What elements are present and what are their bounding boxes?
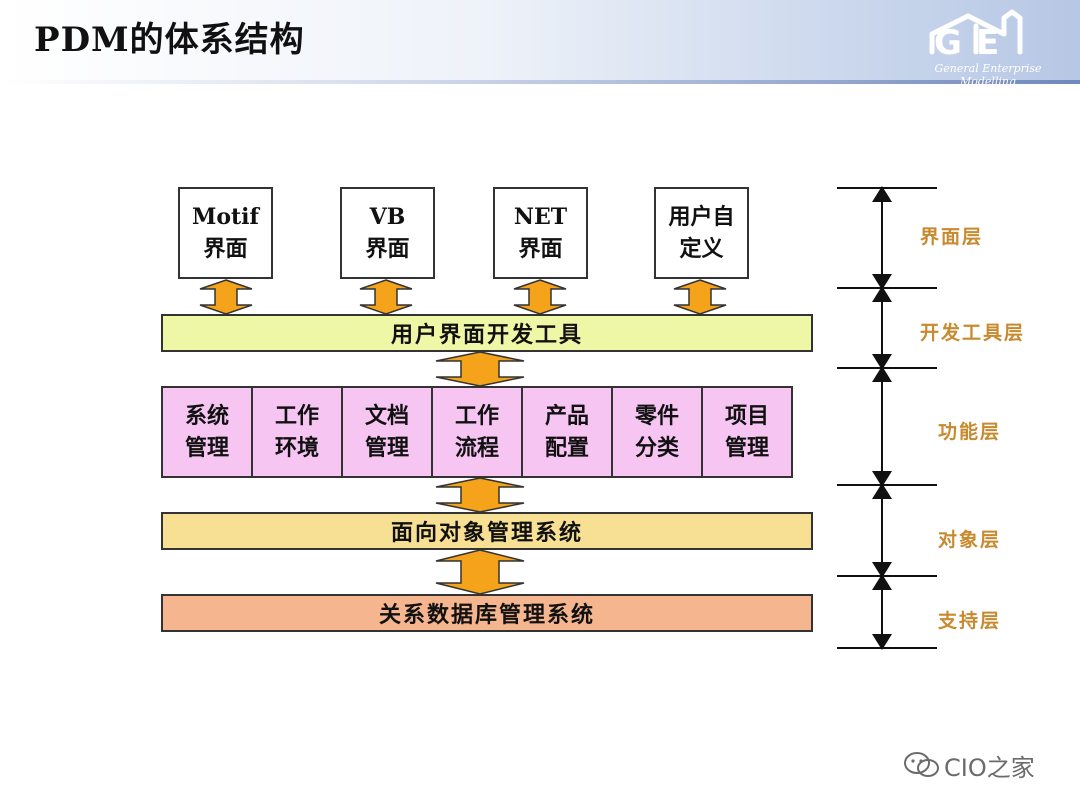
database-bar-label: 关系数据库管理系统 — [378, 602, 595, 628]
tools-bar: 用户界面开发工具 — [161, 314, 813, 352]
wechat-icon — [904, 752, 939, 777]
object-management-bar: 面向对象管理系统 — [161, 512, 813, 550]
ui-box-line1: 用户自 — [668, 204, 735, 230]
function-cell: 工作环境 — [253, 388, 343, 476]
function-line2: 管理 — [364, 435, 409, 461]
double-arrow-icon — [673, 279, 727, 315]
header-divider — [0, 80, 1080, 84]
slide-title: PDM的体系结构 — [34, 20, 305, 60]
ui-box-line2: 界面 — [518, 236, 563, 262]
header-band — [0, 0, 1080, 80]
logo-caption: General Enterprise Modelling — [934, 62, 1042, 88]
house-logo-icon: G E — [929, 9, 1023, 63]
double-arrow-icon — [435, 477, 525, 513]
layer-label-object: 对象层 — [938, 529, 1002, 551]
double-arrow-icon — [435, 351, 525, 387]
ui-box-line2: 定义 — [679, 236, 724, 262]
double-arrow-icon — [513, 279, 567, 315]
ui-box-line2: 界面 — [365, 236, 410, 262]
function-line1: 工作 — [454, 403, 499, 429]
ui-box-net: NET 界面 — [493, 187, 588, 279]
function-line1: 项目 — [724, 403, 769, 429]
layer-label-function: 功能层 — [938, 421, 1002, 443]
function-cell: 零件分类 — [613, 388, 703, 476]
function-cell: 产品配置 — [523, 388, 613, 476]
layer-label-tools: 开发工具层 — [920, 322, 1026, 344]
ui-box-line1: VB — [369, 204, 406, 230]
layer-scale — [837, 186, 937, 650]
ui-box-custom: 用户自定义 — [654, 187, 749, 279]
object-management-label: 面向对象管理系统 — [390, 520, 583, 546]
function-line2: 管理 — [724, 435, 769, 461]
ui-box-line1: NET — [513, 204, 568, 230]
function-line2: 分类 — [634, 435, 679, 461]
ui-box-vb: VB 界面 — [340, 187, 435, 279]
double-arrow-icon — [199, 279, 253, 315]
double-arrow-icon — [359, 279, 413, 315]
function-cell: 工作流程 — [433, 388, 523, 476]
function-line1: 零件 — [634, 403, 679, 429]
function-line2: 配置 — [544, 435, 589, 461]
layer-label-support: 支持层 — [938, 610, 1002, 632]
function-cell: 项目管理 — [703, 388, 791, 476]
function-line1: 系统 — [184, 403, 229, 429]
function-layer: 系统管理 工作环境 文档管理 工作流程 产品配置 零件分类 项目管理 — [161, 386, 793, 478]
double-arrow-icon — [435, 549, 525, 595]
function-cell: 文档管理 — [343, 388, 433, 476]
function-cell: 系统管理 — [163, 388, 253, 476]
function-line1: 文档 — [364, 403, 409, 429]
layer-label-interface: 界面层 — [920, 226, 984, 248]
database-bar: 关系数据库管理系统 — [161, 594, 813, 632]
function-line1: 工作 — [274, 403, 319, 429]
watermark-text: CIO之家 — [944, 754, 1035, 782]
tools-bar-label: 用户界面开发工具 — [390, 322, 583, 348]
ui-box-motif: Motif 界面 — [178, 187, 273, 279]
function-line2: 管理 — [184, 435, 229, 461]
function-line1: 产品 — [544, 403, 589, 429]
ui-box-line1: Motif — [191, 204, 259, 230]
function-line2: 流程 — [454, 435, 499, 461]
svg-text:E: E — [976, 23, 999, 63]
gem-logo: G E General Enterprise Modelling — [908, 4, 1068, 88]
svg-text:G: G — [934, 23, 962, 63]
ui-box-line2: 界面 — [203, 236, 248, 262]
function-line2: 环境 — [274, 435, 319, 461]
